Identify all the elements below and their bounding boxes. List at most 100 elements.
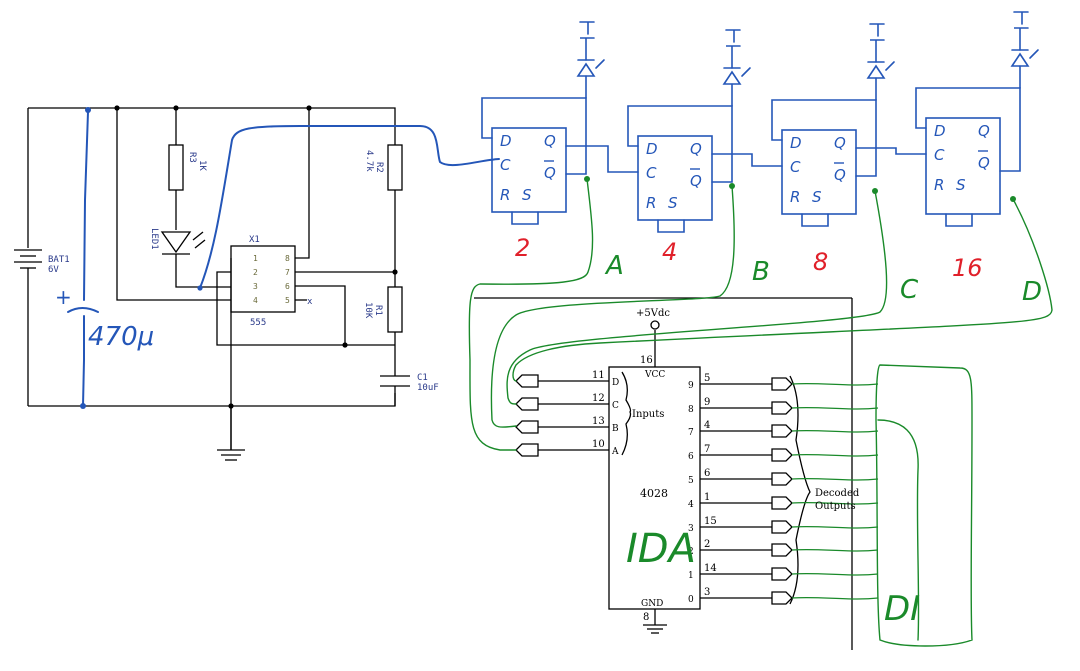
led1-symbol (160, 231, 192, 255)
led-icon (576, 62, 596, 77)
timer-output-wire (199, 125, 500, 289)
junction-dot (342, 342, 348, 348)
vcc-pin-number: 16 (640, 355, 653, 366)
inputs-brace (621, 371, 632, 456)
output-connector (771, 377, 793, 391)
output-index: 4 (688, 500, 694, 510)
divisor-label: 4 (662, 238, 677, 266)
bit-a-wire (468, 178, 594, 451)
battery-ref: BAT1 (48, 255, 70, 265)
divisor-label: 2 (515, 234, 530, 262)
display-hand-label: DI (884, 589, 920, 629)
supply-rail-top (28, 107, 396, 145)
chip-555-pin-label: 3 (253, 282, 258, 291)
bit-letter: C (900, 275, 919, 305)
output-green-wire (791, 548, 879, 552)
hand-cap-plate (67, 307, 99, 313)
bit-letter: B (752, 257, 770, 287)
decoder-labels: +5Vdc 16 VCC GND 8 4028 Inputs Decoded O… (632, 308, 860, 623)
output-pin-number: 15 (704, 516, 717, 527)
flipflop (481, 21, 639, 225)
output-green-wire (791, 382, 879, 386)
junction-dot (306, 105, 312, 111)
decoder-hand-label: IDA (626, 526, 696, 572)
chip-555-pin-label: 4 (253, 296, 258, 305)
output-green-wire (791, 453, 879, 457)
led1-arrow-1 (192, 231, 204, 241)
pin-label-q-bar: Q (544, 164, 556, 182)
output-index: 0 (688, 595, 694, 605)
pin-label-q: Q (978, 122, 990, 140)
led-icon (722, 70, 742, 85)
input-pin-number: 13 (592, 416, 605, 427)
led-ground-lead (580, 37, 595, 61)
pin-label-s: S (956, 176, 966, 194)
junction-dot (228, 403, 234, 409)
output-connector (771, 520, 793, 534)
r1-ref: R1 (373, 305, 383, 316)
output-bundle-right (875, 364, 973, 647)
decoder-circuit (474, 297, 853, 650)
output-green-wire (791, 429, 879, 433)
timer-circuit (14, 107, 410, 461)
resistor-r1 (387, 286, 403, 333)
pin-label-d: D (934, 122, 946, 140)
pin-label-q: Q (690, 140, 702, 158)
pin-label-q-bar: Q (978, 154, 990, 172)
pin6-wire (295, 285, 346, 345)
feedback-wire (915, 87, 1021, 172)
hand-cap-lead-top (83, 111, 89, 301)
output-index: 3 (688, 524, 694, 534)
output-index: 2 (688, 547, 694, 557)
output-pin-number: 7 (704, 444, 710, 455)
junction-dot (114, 105, 120, 111)
led-icon (866, 64, 886, 79)
hand-capacitor (67, 111, 500, 407)
r2-ref: R2 (374, 162, 384, 173)
output-bundle-inner (877, 419, 920, 641)
outputs-brace (789, 375, 811, 605)
feedback-wire (627, 105, 733, 183)
flipflop-body (781, 129, 857, 215)
output-green-wire (791, 596, 879, 600)
clock-link-wire (711, 153, 783, 167)
hand-dots (80, 107, 203, 409)
led-arrow-icon (885, 61, 895, 71)
reset-set-wire (945, 213, 973, 227)
output-pin-number: 1 (704, 492, 710, 503)
output-index: 1 (688, 571, 694, 581)
led-arrow-icon (1029, 49, 1039, 59)
reset-set-wire (511, 211, 539, 225)
junction-dot (197, 285, 203, 291)
feedback-wire (481, 97, 587, 175)
pin-label-r: R (934, 176, 944, 194)
junction-dot (872, 188, 878, 194)
chip-555-pin-label: 8 (285, 254, 290, 263)
pin5-nc-mark: x (307, 297, 313, 307)
led1-lead-to-pin3 (175, 254, 231, 288)
r3-value: 1K (197, 160, 207, 171)
pin-label-q-bar: Q (690, 172, 702, 190)
ground-icon (869, 23, 885, 37)
battery-value: 6V (48, 265, 59, 275)
bit-letter: A (604, 251, 624, 281)
output-index: 7 (688, 428, 694, 438)
ground-icon (725, 29, 741, 43)
r1-value: 10K (363, 302, 373, 319)
pin-label-s: S (522, 186, 532, 204)
pin-label-s: S (812, 188, 822, 206)
input-pin-number: 11 (592, 370, 605, 381)
hand-cap-plus: + (55, 285, 72, 309)
chip-555-pin-label: 2 (253, 268, 258, 277)
pin-label-d: D (790, 134, 802, 152)
chip-555-pin-label: 5 (285, 296, 290, 305)
led-ground-lead (1014, 27, 1029, 51)
output-connector (771, 591, 793, 605)
output-index: 9 (688, 381, 694, 391)
input-connector (515, 420, 539, 434)
pin2-wire (216, 271, 395, 346)
chip-555-pin-label: 6 (285, 282, 290, 291)
bit-d-wire (512, 198, 1053, 382)
